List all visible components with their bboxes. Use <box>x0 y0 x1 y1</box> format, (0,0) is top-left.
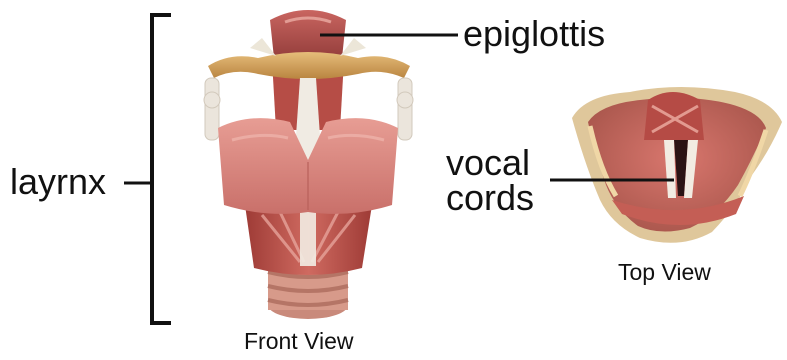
top-view-larynx <box>572 87 782 243</box>
top-view-caption: Top View <box>618 261 711 284</box>
front-view-caption: Front View <box>244 330 354 353</box>
larynx-label: layrnx <box>10 164 106 200</box>
front-view-larynx <box>204 10 413 319</box>
vocal-cords-label-line-2: cords <box>446 180 534 215</box>
vocal-cords-label-line-1: vocal <box>446 145 534 180</box>
larynx-bracket <box>152 15 171 323</box>
vocal-cords-label: vocal cords <box>446 145 534 215</box>
epiglottis-label: epiglottis <box>463 16 605 52</box>
